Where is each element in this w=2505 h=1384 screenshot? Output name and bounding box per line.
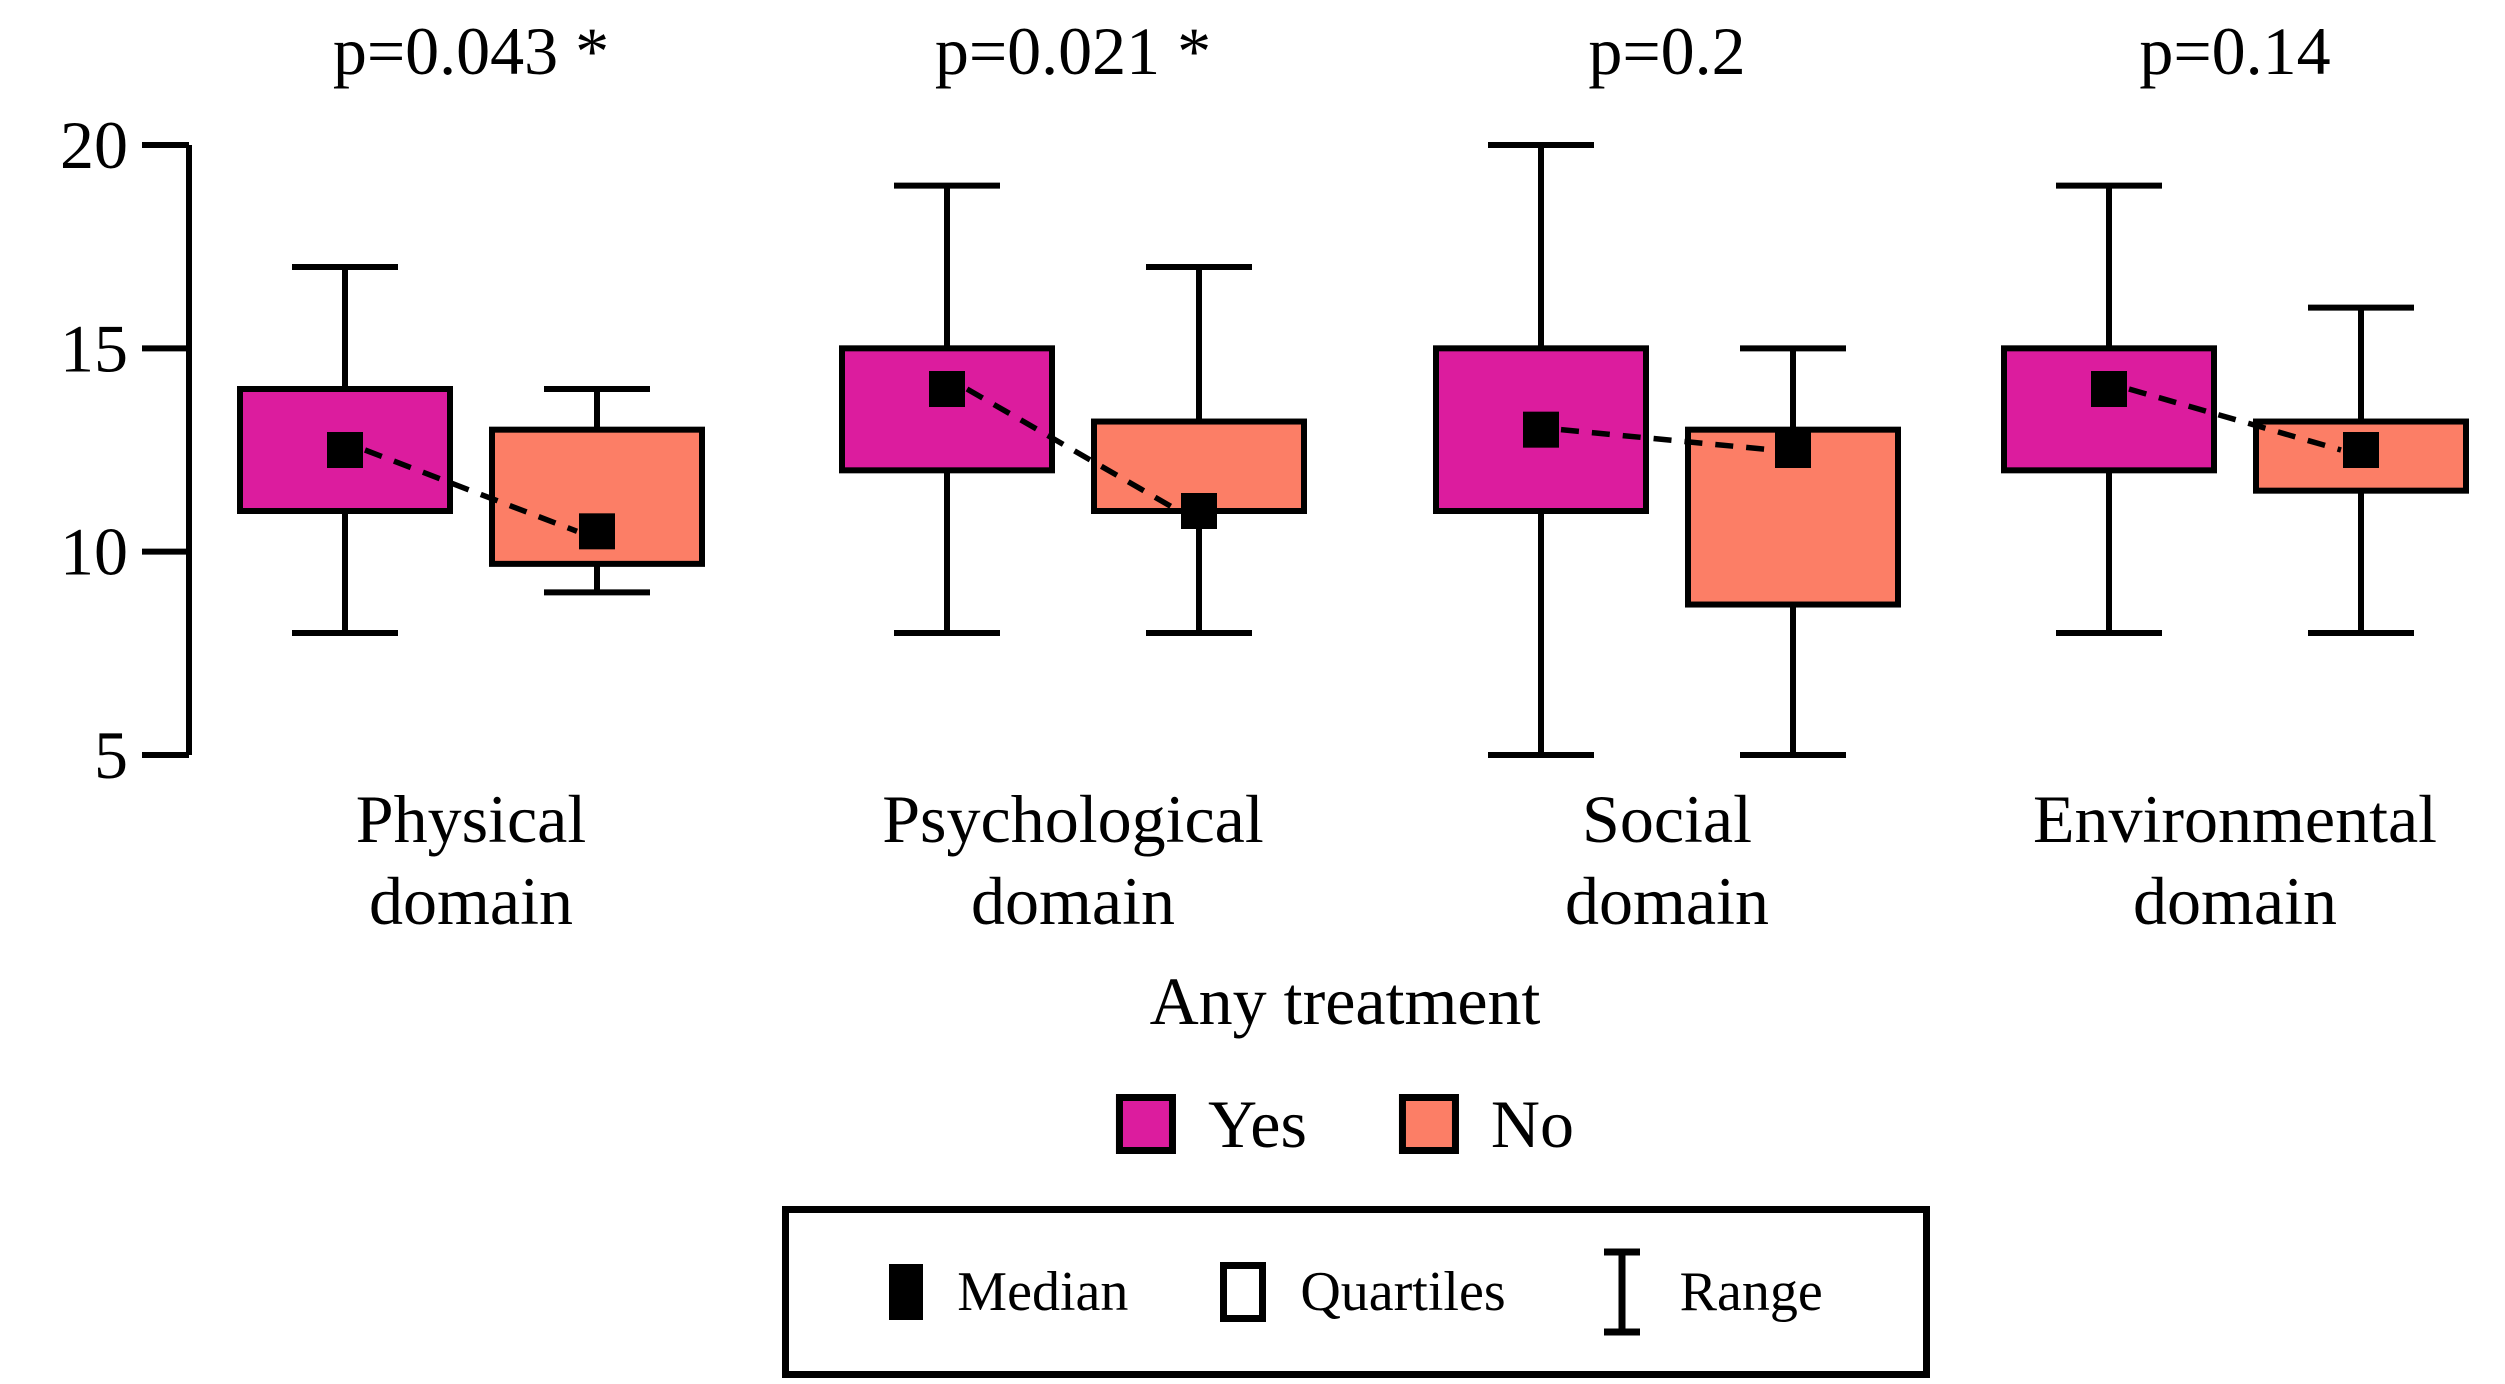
p-value-label-physical: p=0.043 * [333, 13, 609, 89]
median-marker-social-yes [1523, 411, 1559, 448]
treatment-legend: Yes No [1115, 1086, 1575, 1162]
legend-yes-label: Yes [1207, 1086, 1307, 1162]
x-category-label-psychological: Psychological [882, 781, 1264, 857]
median-marker-environmental-yes [2091, 371, 2127, 407]
x-category-label-physical: Physical [356, 781, 586, 857]
x-category-label-social: domain [1565, 863, 1769, 939]
legend-no-swatch-icon [1398, 1094, 1459, 1154]
median-connector-environmental [2128, 386, 2342, 453]
x-category-label-psychological: domain [971, 863, 1175, 939]
x-category-label-social: Social [1582, 781, 1752, 857]
x-category-label-environmental: Environmental [2033, 781, 2437, 857]
median-marker-physical-no [579, 513, 615, 550]
median-connector-psychological [965, 386, 1181, 514]
median-marker-social-no [1775, 432, 1811, 468]
x-category-label-physical: domain [369, 863, 573, 939]
quartile-box-psychological-yes [839, 345, 1055, 474]
quartiles-label: Quartiles [1300, 1261, 1506, 1323]
median-connector-social [1560, 426, 1774, 453]
quartile-box-environmental-yes [2001, 345, 2217, 474]
y-tick-label: 20 [60, 107, 128, 183]
y-tick-label: 10 [60, 514, 128, 590]
treatment-legend-title: Any treatment [1149, 963, 1541, 1039]
p-value-label-psychological: p=0.021 * [935, 13, 1211, 89]
median-label: Median [957, 1261, 1129, 1323]
median-marker-psychological-no [1181, 493, 1217, 529]
median-marker-environmental-no [2343, 432, 2379, 468]
legend-no-label: No [1490, 1086, 1575, 1162]
median-connector-physical [364, 447, 578, 534]
median-marker-physical-yes [327, 432, 363, 468]
median-symbol-icon [889, 1264, 924, 1320]
range-label: Range [1679, 1261, 1823, 1323]
x-category-label-environmental: domain [2133, 863, 2337, 939]
y-tick-label: 5 [94, 717, 128, 793]
y-tick-label: 15 [60, 310, 128, 386]
p-value-label-environmental: p=0.14 [2139, 13, 2330, 89]
median-marker-psychological-yes [929, 371, 965, 407]
legend-yes-swatch-icon [1115, 1094, 1176, 1154]
symbol-legend-box: Median Quartiles Range [782, 1206, 1930, 1378]
p-value-label-social: p=0.2 [1588, 13, 1745, 89]
quartiles-symbol-icon [1220, 1262, 1267, 1322]
range-symbol-icon [1598, 1244, 1646, 1340]
